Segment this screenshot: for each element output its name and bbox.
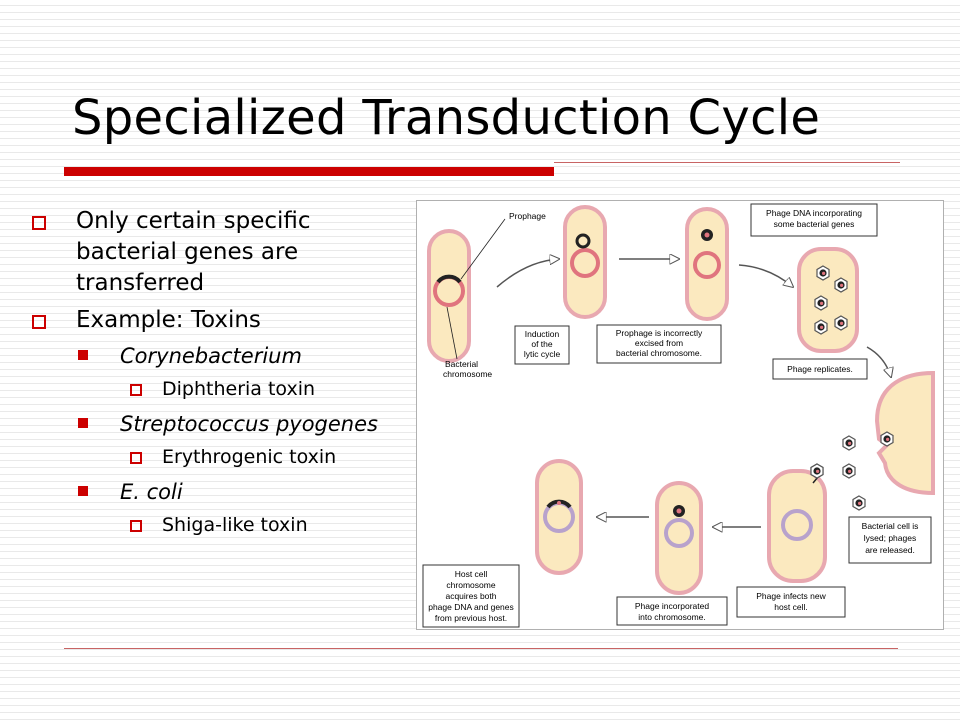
label-infects-2: host cell. xyxy=(774,602,808,612)
arrow xyxy=(738,264,793,287)
label-excised-3: bacterial chromosome. xyxy=(616,348,702,358)
sub-bullet-text: E. coli xyxy=(120,480,183,504)
hollow-square-bullet-icon xyxy=(32,216,46,230)
label-host-acquires-2: chromosome xyxy=(446,580,495,590)
sub-sub-bullet-text: Shiga-like toxin xyxy=(162,514,308,536)
label-host-acquires-3: acquires both xyxy=(445,591,496,601)
bullet-text: Example: Toxins xyxy=(76,307,261,333)
slide-title: Specialized Transduction Cycle xyxy=(72,90,821,146)
arrow xyxy=(866,346,891,377)
label-lysed-3: are released. xyxy=(865,545,915,555)
sub-sub-bullet-item: Shiga-like toxin xyxy=(30,512,410,538)
bacterial-cell xyxy=(685,207,729,321)
hollow-square-bullet-icon xyxy=(130,452,142,464)
label-bacterial-chromosome-1: Bacterial xyxy=(445,359,478,369)
label-excised-2: excised from xyxy=(635,338,683,348)
sub-bullet-item: E. coli xyxy=(30,478,410,506)
host-cell xyxy=(767,469,827,583)
hollow-square-bullet-icon xyxy=(130,384,142,396)
bacterial-cell xyxy=(427,229,471,363)
host-cell xyxy=(655,481,703,595)
label-infects-1: Phage infects new xyxy=(756,591,826,601)
arrow xyxy=(496,259,559,288)
lysed-cell xyxy=(810,370,935,511)
bullet-list: Only certain specific bacterial genes ar… xyxy=(30,206,410,546)
label-bacterial-chromosome-2: chromosome xyxy=(443,369,492,379)
sub-bullet-text: Corynebacterium xyxy=(120,344,302,368)
sub-sub-bullet-item: Erythrogenic toxin xyxy=(30,444,410,470)
label-lysed-2: lysed; phages xyxy=(864,533,916,543)
bullet-item: Only certain specific bacterial genes ar… xyxy=(30,206,410,299)
label-lysed-1: Bacterial cell is xyxy=(862,521,919,531)
footer-rule xyxy=(64,648,898,649)
bacterial-cell xyxy=(563,205,607,319)
sub-bullet-text: Streptococcus pyogenes xyxy=(120,412,378,436)
label-prophage: Prophage xyxy=(509,211,546,221)
filled-square-bullet-icon xyxy=(78,486,88,496)
filled-square-bullet-icon xyxy=(78,418,88,428)
label-host-acquires-5: from previous host. xyxy=(435,613,507,623)
title-underline-thin xyxy=(554,162,900,163)
label-induction-1: Induction xyxy=(525,329,560,339)
sub-bullet-item: Streptococcus pyogenes xyxy=(30,410,410,438)
title-underline-red xyxy=(64,167,554,176)
bullet-text: Only certain specific bacterial genes ar… xyxy=(76,208,311,296)
sub-sub-bullet-text: Diphtheria toxin xyxy=(162,378,316,400)
sub-bullet-item: Corynebacterium xyxy=(30,342,410,370)
host-cell xyxy=(535,459,583,575)
label-excised-1: Prophage is incorrectly xyxy=(616,328,703,338)
label-host-acquires-4: phage DNA and genes xyxy=(428,602,514,612)
label-host-acquires-1: Host cell xyxy=(455,569,488,579)
hollow-square-bullet-icon xyxy=(130,520,142,532)
label-phage-dna-2: some bacterial genes xyxy=(774,219,855,229)
label-incorporated-1: Phage incorporated xyxy=(635,601,709,611)
sub-sub-bullet-text: Erythrogenic toxin xyxy=(162,446,337,468)
sub-sub-bullet-item: Diphtheria toxin xyxy=(30,376,410,402)
bullet-item: Example: Toxins xyxy=(30,305,410,336)
filled-square-bullet-icon xyxy=(78,350,88,360)
label-induction-2: of the xyxy=(531,339,553,349)
bacterial-cell xyxy=(797,247,859,353)
transduction-diagram: Prophage Bacterial chromosome Induction … xyxy=(416,200,944,630)
hollow-square-bullet-icon xyxy=(32,315,46,329)
label-replicates: Phage replicates. xyxy=(787,364,853,374)
label-induction-3: lytic cycle xyxy=(524,349,561,359)
label-phage-dna-1: Phage DNA incorporating xyxy=(766,208,862,218)
label-incorporated-2: into chromosome. xyxy=(638,612,706,622)
